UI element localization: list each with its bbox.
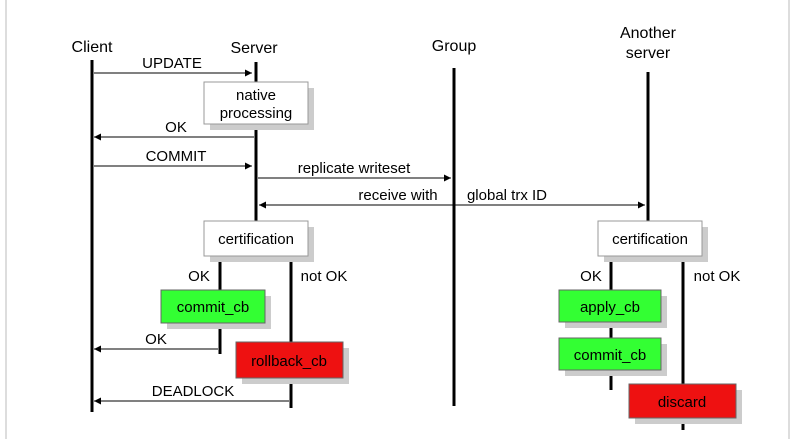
- rollback-cb-label: rollback_cb: [251, 353, 327, 370]
- native-processing-label-line1: native: [236, 87, 276, 104]
- server-ok-branch-label: OK: [188, 268, 210, 285]
- another-not-ok-branch-label: not OK: [694, 268, 741, 285]
- message-receive-with-label: receive with: [358, 187, 437, 204]
- certification-server-box: [203, 220, 309, 257]
- message-global-trx-id-label: global trx ID: [467, 187, 547, 204]
- certification-another-box: [597, 220, 703, 257]
- apply-cb-label: apply_cb: [580, 299, 640, 316]
- message-commit-label: COMMIT: [146, 148, 207, 165]
- actor-client-label: Client: [72, 39, 113, 56]
- commit-cb-server-box: [160, 289, 266, 324]
- message-ok-1-label: OK: [165, 119, 187, 136]
- another-ok-branch-label: OK: [580, 268, 602, 285]
- discard-box: [628, 383, 737, 419]
- native-processing-box: [203, 81, 309, 125]
- commit-cb-server-label: commit_cb: [177, 299, 250, 316]
- actor-another-server-label-line2: server: [626, 45, 671, 62]
- commit-cb-another-label: commit_cb: [574, 347, 647, 364]
- actor-server-label: Server: [230, 40, 278, 57]
- actor-group-label: Group: [432, 38, 477, 55]
- server-not-ok-branch-label: not OK: [301, 268, 348, 285]
- message-deadlock-label: DEADLOCK: [152, 383, 235, 400]
- message-replicate-writeset-label: replicate writeset: [298, 160, 411, 177]
- rollback-cb-box: [235, 341, 344, 379]
- certification-another-label: certification: [612, 231, 688, 248]
- actor-another-server-label-line1: Another: [620, 25, 677, 42]
- native-processing-label-line2: processing: [220, 105, 293, 122]
- discard-label: discard: [658, 394, 706, 411]
- message-update-label: UPDATE: [142, 55, 202, 72]
- apply-cb-box: [558, 289, 662, 323]
- commit-cb-another-box: [558, 337, 662, 371]
- certification-server-label: certification: [218, 231, 294, 248]
- message-ok-2-label: OK: [145, 331, 167, 348]
